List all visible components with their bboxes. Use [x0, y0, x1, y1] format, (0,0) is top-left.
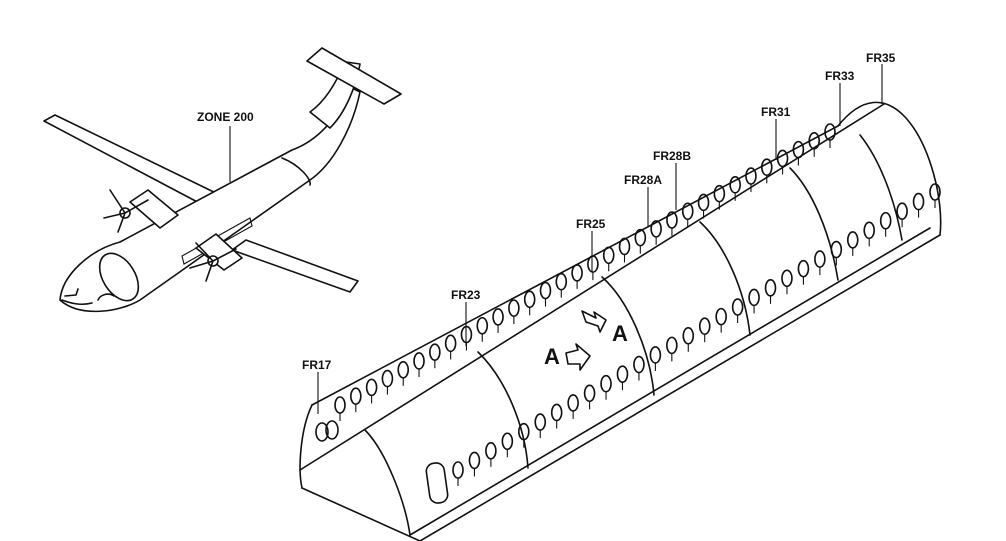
- lower-window: [797, 259, 810, 278]
- lower-window: [583, 384, 596, 403]
- lower-window: [616, 365, 629, 383]
- left-wing: [43, 114, 223, 207]
- upper-window: [760, 158, 773, 177]
- frame-label-fr35: FR35: [866, 51, 896, 65]
- frame-label-fr28b: FR28B: [653, 149, 691, 163]
- lower-window: [666, 336, 678, 355]
- lower-front-edge: [301, 487, 421, 541]
- lower-window: [501, 432, 514, 451]
- upper-window: [571, 264, 583, 282]
- upper-window: [523, 290, 536, 309]
- upper-window: [555, 272, 568, 291]
- upper-window: [381, 369, 394, 388]
- frame-label-fr28a: FR28A: [624, 173, 662, 187]
- upper-window: [587, 255, 599, 273]
- left-propeller: [103, 189, 149, 233]
- floor-line: [419, 234, 941, 541]
- upper-window: [539, 281, 552, 300]
- upper-window: [634, 228, 647, 247]
- front-edge: [299, 404, 313, 489]
- lower-window: [452, 461, 464, 479]
- upper-window: [429, 343, 441, 361]
- upper-window: [350, 387, 362, 405]
- upper-window: [397, 360, 410, 379]
- view-arrow-lower: [565, 343, 591, 371]
- upper-window: [413, 352, 425, 370]
- upper-window: [365, 378, 378, 397]
- lower-window: [896, 202, 908, 220]
- upper-window: [492, 308, 504, 326]
- lower-window: [682, 326, 695, 345]
- frame-label-fr33: FR33: [825, 69, 855, 83]
- upper-windows: [334, 123, 836, 421]
- lower-window: [649, 346, 662, 364]
- cabin-ring-aft: [281, 157, 311, 186]
- upper-window: [476, 316, 489, 335]
- left-nacelle: [129, 189, 179, 229]
- lower-window: [814, 250, 826, 268]
- lower-window: [879, 211, 892, 230]
- lower-window: [731, 298, 744, 316]
- upper-window: [745, 167, 757, 185]
- upper-window: [334, 396, 346, 414]
- zone-label: ZONE 200: [197, 110, 254, 124]
- aft-end-bulkhead: [837, 101, 942, 236]
- front-door: [425, 462, 449, 504]
- upper-window: [776, 149, 789, 168]
- upper-window: [602, 246, 615, 265]
- frame-label-fr23: FR23: [451, 288, 481, 302]
- front-window-1: [315, 422, 329, 442]
- fuselage-body: [59, 85, 361, 313]
- crown-line: [299, 103, 885, 471]
- right-wing: [231, 239, 359, 293]
- frame-label-fr31: FR31: [761, 105, 791, 119]
- cabin-highlight: [181, 217, 253, 265]
- view-marker-a-left: A: [544, 344, 560, 369]
- cockpit-frame: [98, 252, 140, 302]
- upper-window: [444, 334, 457, 353]
- frame-labels: FR17 FR23 FR25 FR28A FR28B FR31 FR33 FR3…: [302, 51, 896, 414]
- cockpit-window: [64, 288, 79, 297]
- floor-line-inner: [409, 227, 931, 536]
- nose-outline: [61, 299, 93, 306]
- front-window-2: [325, 420, 339, 440]
- upper-window: [729, 176, 741, 194]
- lower-window: [633, 355, 645, 374]
- view-arrow-upper: [581, 310, 607, 333]
- lower-window: [550, 403, 563, 422]
- frame-label-fr25: FR25: [576, 217, 606, 231]
- lower-window: [846, 231, 859, 249]
- upper-window: [508, 299, 520, 317]
- right-propeller: [189, 242, 237, 282]
- aircraft-overview: ZONE 200: [43, 47, 402, 313]
- lower-window: [534, 413, 547, 431]
- lower-windows: [452, 183, 941, 486]
- frame-arcs: [364, 134, 903, 536]
- upper-window: [618, 237, 631, 256]
- frame-label-fr17: FR17: [302, 358, 332, 372]
- lower-window: [748, 288, 760, 307]
- lower-window: [698, 317, 711, 336]
- lower-window: [912, 192, 925, 211]
- lower-window: [468, 451, 481, 470]
- lower-window: [764, 279, 777, 297]
- view-marker-a-right: A: [612, 321, 628, 346]
- lower-window: [485, 442, 497, 460]
- horizontal-tail: [306, 47, 402, 105]
- lower-window: [567, 394, 579, 412]
- lower-window: [781, 269, 793, 288]
- lower-window: [863, 221, 876, 240]
- lower-window: [830, 240, 843, 259]
- fuselage-section: A A FR17 FR23 FR25 FR28A FR28B FR31 FR33…: [299, 51, 942, 541]
- lower-window: [600, 374, 612, 393]
- lower-window: [715, 307, 727, 326]
- nose-gear-door: [97, 293, 115, 301]
